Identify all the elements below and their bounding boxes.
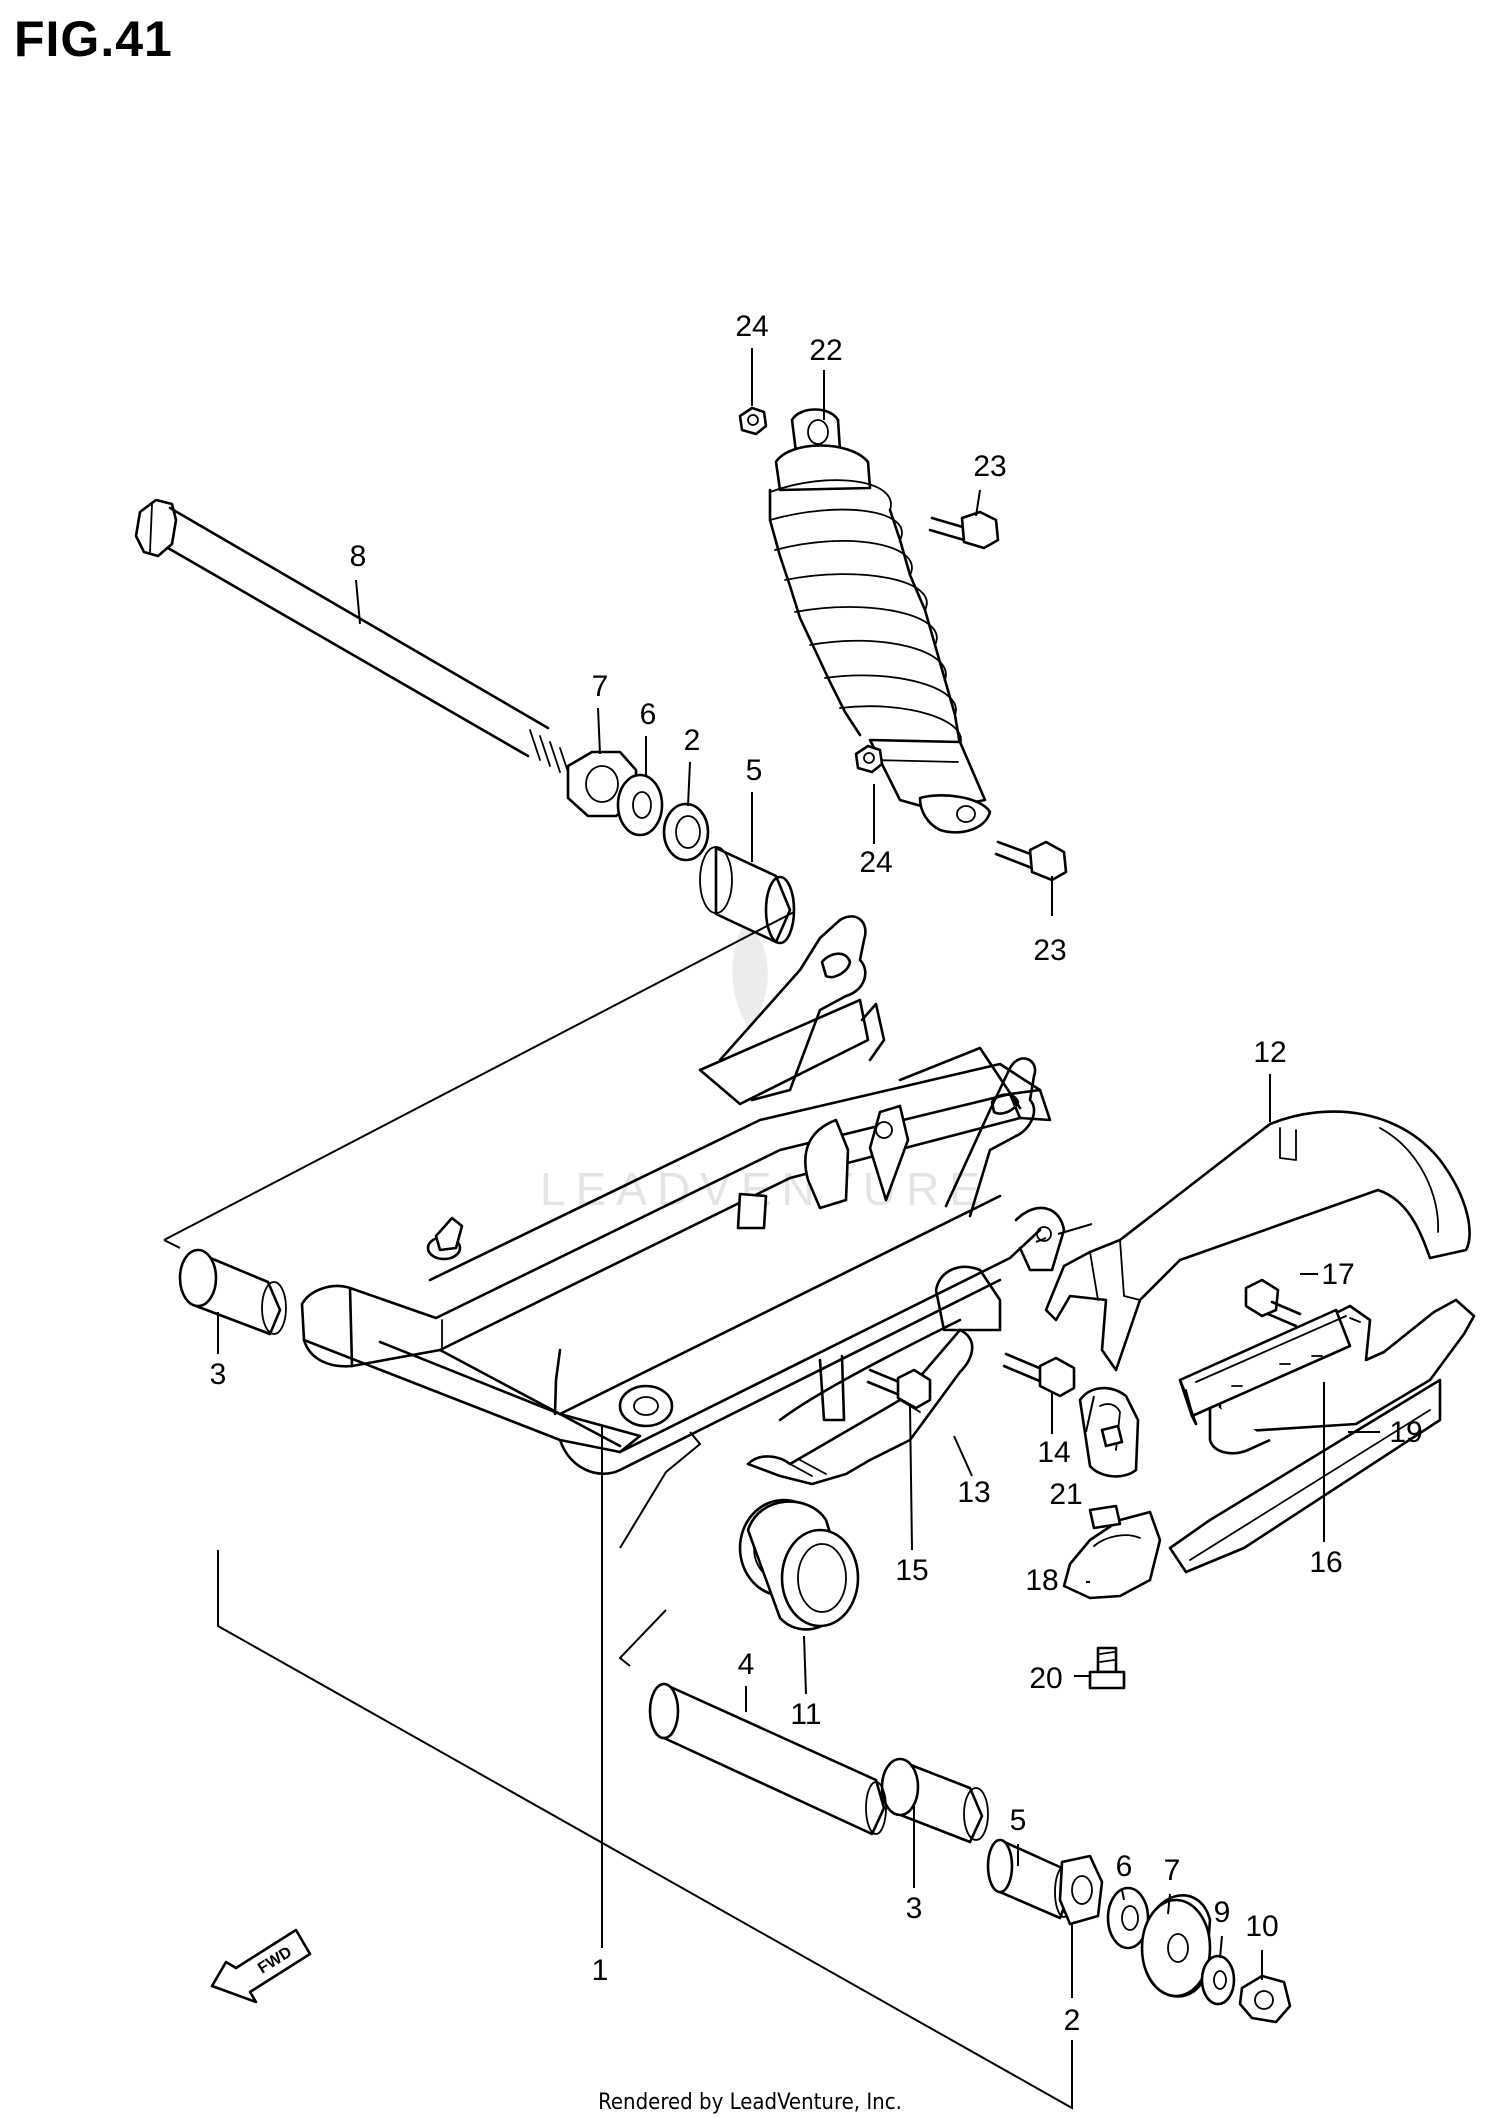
callout-2-upper: 2 [684, 724, 701, 757]
callout-11: 11 [790, 1698, 821, 1731]
callout-1: 1 [592, 1954, 609, 1987]
spacer-long [648, 1682, 887, 1836]
callout-10: 10 [1245, 1910, 1278, 1943]
callout-15: 15 [895, 1554, 928, 1587]
chain-case [1044, 1110, 1471, 1372]
bolt-upper [928, 510, 1000, 550]
callout-24-lower: 24 [859, 846, 892, 879]
callout-5-upper: 5 [746, 754, 763, 787]
leader-lines [217, 348, 1380, 1998]
washer-small [1200, 1954, 1236, 2006]
callout-16: 16 [1309, 1546, 1342, 1579]
callout-23-lower: 23 [1033, 934, 1066, 967]
callout-6-lower: 6 [1116, 1850, 1133, 1883]
fwd-arrow-icon: FWD [210, 1928, 312, 2004]
callout-23-upper: 23 [973, 450, 1006, 483]
callout-22: 22 [809, 334, 842, 367]
callout-labels: 24 22 23 8 7 6 2 5 24 23 12 17 3 14 19 1… [210, 310, 1423, 2037]
callout-6-upper: 6 [640, 698, 657, 731]
callout-19: 19 [1389, 1416, 1422, 1449]
pivot-nut-lower [1238, 1974, 1292, 2024]
washer-large [1140, 1894, 1212, 1998]
guide-slider [1178, 1308, 1352, 1426]
assembly-lines [163, 911, 1093, 2110]
callout-7-upper: 7 [592, 670, 609, 703]
nut-lower [854, 744, 884, 774]
guide-mount [1062, 1504, 1162, 1600]
collar-upper [662, 802, 710, 862]
nut-upper [738, 406, 768, 436]
bolt-14 [1002, 1352, 1076, 1398]
chain-guide [1168, 1298, 1476, 1574]
callout-3-upper: 3 [210, 1358, 227, 1391]
watermark: LEADVENTURE [540, 920, 980, 1215]
callout-17: 17 [1321, 1258, 1354, 1291]
screw-20 [1088, 1646, 1126, 1690]
callout-4: 4 [738, 1648, 755, 1681]
callout-5-lower: 5 [1010, 1804, 1027, 1837]
callout-13: 13 [957, 1476, 990, 1509]
callout-3-lower: 3 [906, 1892, 923, 1925]
callout-21: 21 [1049, 1478, 1082, 1511]
spacer-upper [699, 846, 796, 945]
rear-shock-absorber [768, 408, 992, 834]
washer-upper [616, 773, 664, 837]
callout-9: 9 [1214, 1896, 1231, 1929]
callout-20: 20 [1029, 1662, 1062, 1695]
chain-slider [746, 1318, 974, 1486]
footer-credit: Rendered by LeadVenture, Inc. [598, 2090, 902, 2115]
bushing-lower [880, 1757, 989, 1844]
callout-18: 18 [1025, 1564, 1058, 1597]
bolt-lower [994, 840, 1068, 882]
callout-2-lower: 2 [1064, 2004, 1081, 2037]
callout-12: 12 [1253, 1036, 1286, 1069]
swingarm [300, 915, 1066, 1475]
bolt-17 [1244, 1278, 1302, 1328]
bolt-15 [866, 1368, 932, 1410]
callout-8: 8 [350, 540, 367, 573]
callout-14: 14 [1037, 1436, 1070, 1469]
collar-lower [1058, 1854, 1104, 1926]
guide-bracket [1078, 1386, 1140, 1478]
figure-title: FIG.41 [14, 11, 173, 67]
oil-seal [738, 1498, 860, 1631]
callout-7-lower: 7 [1164, 1854, 1181, 1887]
bushing-upper [178, 1248, 287, 1336]
callout-24-upper: 24 [735, 310, 768, 343]
